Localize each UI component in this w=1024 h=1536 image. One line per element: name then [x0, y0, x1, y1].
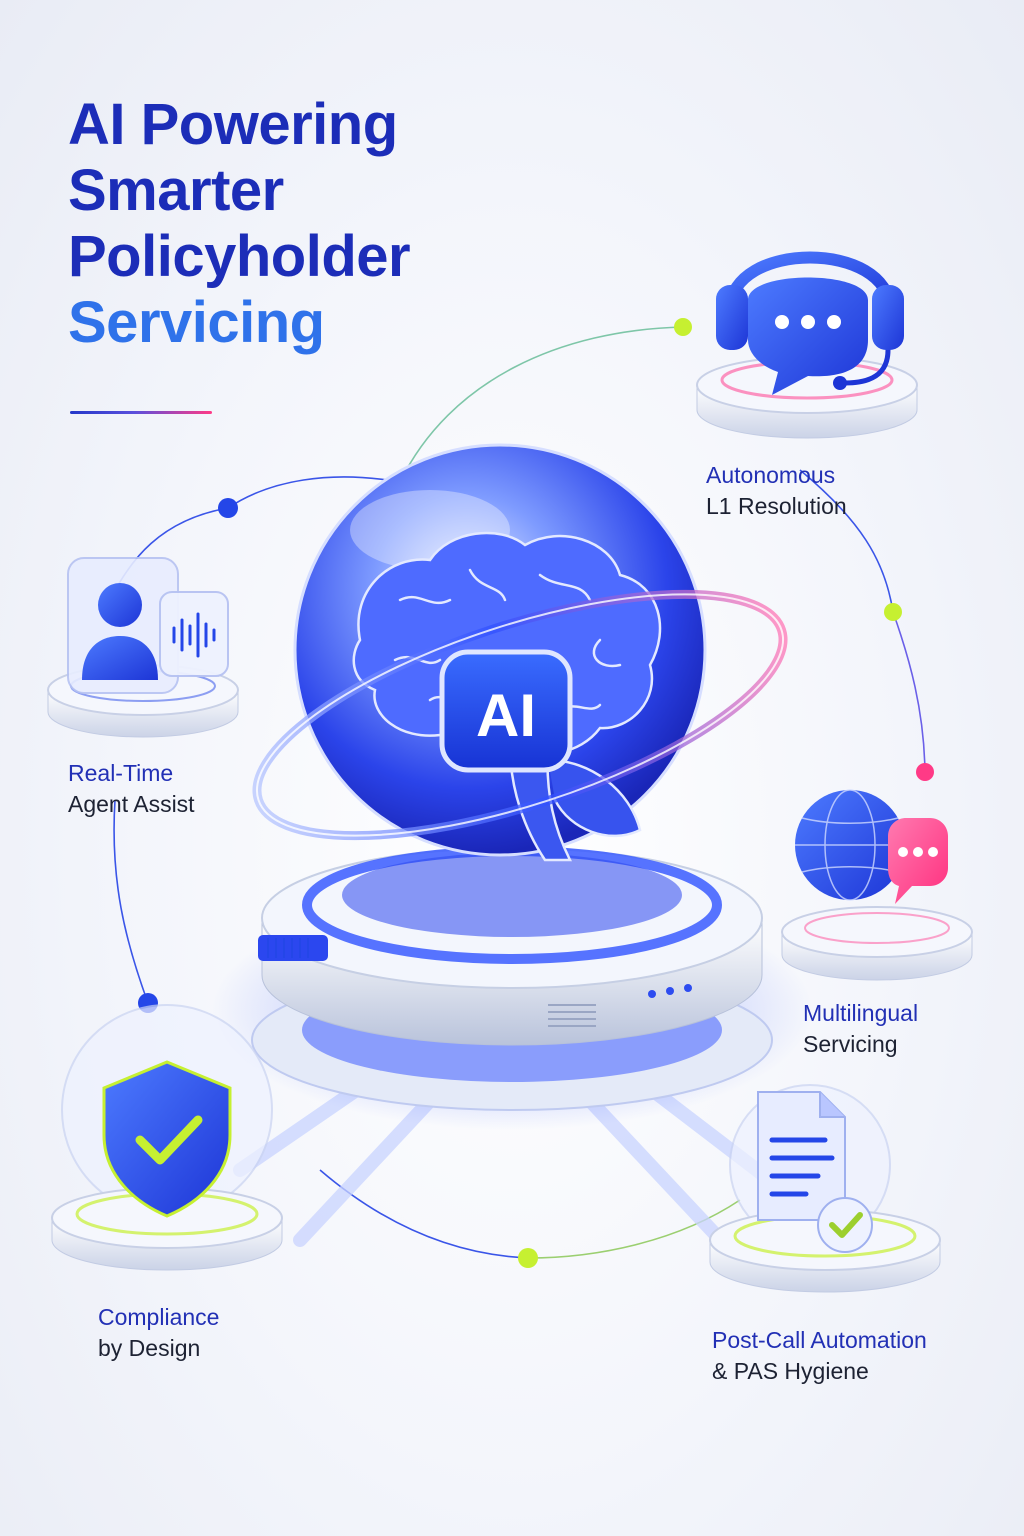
- connector-dot: [916, 763, 934, 781]
- vent-grille-left: [258, 935, 328, 961]
- connector-multilingual-arc: [892, 611, 926, 773]
- hub-base: [251, 846, 773, 1111]
- label-heading: Real-Time: [68, 760, 174, 786]
- globe-chat-icon: [795, 789, 948, 904]
- title-line-3: Policyholder: [68, 224, 411, 289]
- ai-badge: AI: [439, 649, 573, 773]
- label-body: by Design: [98, 1335, 201, 1361]
- orbit-ring: [252, 589, 788, 841]
- label-post-call: Post-Call Automation & PAS Hygiene: [712, 1325, 927, 1387]
- label-body: & PAS Hygiene: [712, 1358, 869, 1384]
- connector-hub-to-agent-assist: [227, 476, 401, 509]
- connector-left-arc: [113, 799, 149, 1004]
- label-body: Agent Assist: [68, 791, 195, 817]
- title-line-2: Smarter: [68, 158, 284, 223]
- headset-chat-icon: [716, 251, 904, 395]
- label-heading: Post-Call Automation: [712, 1327, 927, 1353]
- pod-post-call: [709, 1084, 941, 1293]
- label-l1-resolution: Autonomous L1 Resolution: [706, 460, 847, 522]
- label-agent-assist: Real-Time Agent Assist: [68, 758, 195, 820]
- label-body: L1 Resolution: [706, 493, 847, 519]
- connector-dot: [884, 603, 902, 621]
- pod-multilingual: [781, 789, 973, 981]
- label-heading: Compliance: [98, 1304, 220, 1330]
- pod-l1-resolution: [696, 251, 918, 439]
- label-compliance: Compliance by Design: [98, 1302, 219, 1364]
- connector-l1-to-hub: [399, 326, 684, 483]
- pod-agent-assist: [47, 557, 239, 738]
- label-multilingual: Multilingual Servicing: [803, 998, 918, 1060]
- connector-dot: [674, 318, 692, 336]
- title-line-4: Servicing: [68, 290, 325, 355]
- label-heading: Multilingual: [803, 1000, 919, 1026]
- connector-l1-to-multilingual: [799, 469, 894, 613]
- label-heading: Autonomous: [706, 462, 836, 488]
- title-underline: [70, 411, 212, 414]
- connector-dots: [138, 318, 934, 1268]
- document-check-icon: [757, 1091, 873, 1253]
- connector-bottom-arc-right: [527, 1199, 741, 1259]
- page-title: AI Powering Smarter Policyholder Servici…: [68, 92, 411, 356]
- vent-grille-center: [548, 1004, 596, 1027]
- ai-badge-label: AI: [476, 682, 536, 749]
- status-lights: [648, 984, 692, 998]
- connector-dot: [218, 498, 238, 518]
- label-body: Servicing: [803, 1031, 898, 1057]
- connector-dot: [518, 1248, 538, 1268]
- agent-voice-icon: [67, 557, 229, 694]
- pod-compliance: [51, 1004, 283, 1271]
- title-line-1: AI Powering: [68, 92, 398, 157]
- shield-check-icon: [102, 1060, 232, 1218]
